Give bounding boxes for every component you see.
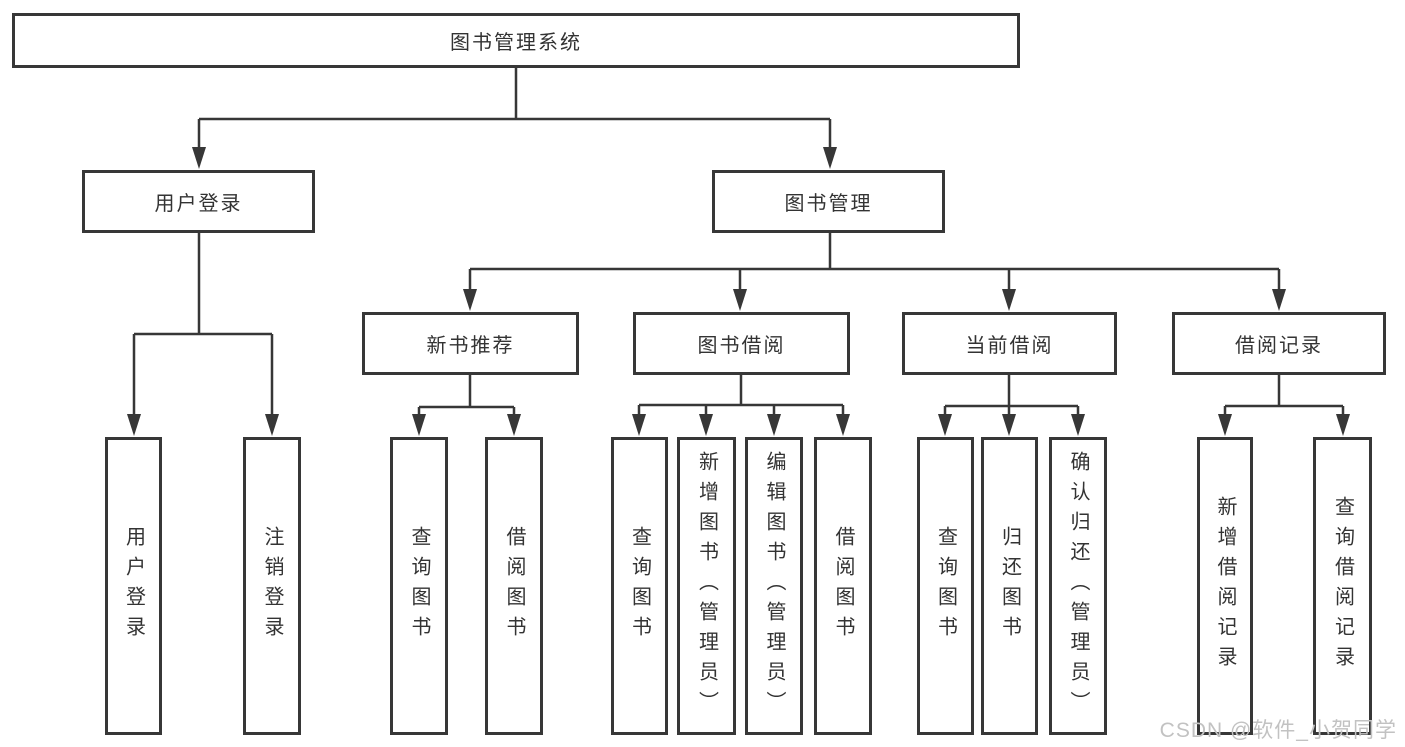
node-leaf-borrow-query-book: 查询图书 bbox=[611, 437, 668, 735]
node-leaf-recommend-query-book: 查询图书 bbox=[390, 437, 448, 735]
node-current-borrow-label: 当前借阅 bbox=[965, 335, 1054, 357]
node-leaf-recommend-borrow-book-label: 借阅图书 bbox=[503, 526, 525, 646]
node-leaf-borrow-query-book-label: 查询图书 bbox=[628, 526, 651, 646]
node-borrow-record-label: 借阅记录 bbox=[1235, 335, 1323, 357]
node-leaf-edit-book-admin-label: 编辑图书（管理员） bbox=[763, 451, 785, 721]
node-root-label: 图书管理系统 bbox=[450, 32, 582, 54]
node-leaf-logout-label: 注销登录 bbox=[261, 526, 283, 646]
node-leaf-recommend-query-book-label: 查询图书 bbox=[408, 526, 430, 646]
connector-new-book-recommend-to-leaves bbox=[417, 375, 516, 416]
node-leaf-add-borrow-record: 新增借阅记录 bbox=[1197, 437, 1253, 735]
node-leaf-borrow-book-label: 借阅图书 bbox=[832, 526, 854, 646]
connector-book-management-to-level3 bbox=[468, 233, 1281, 291]
node-book-management-label: 图书管理 bbox=[784, 193, 873, 215]
node-leaf-current-query-book: 查询图书 bbox=[917, 437, 974, 735]
node-current-borrow: 当前借阅 bbox=[902, 312, 1117, 375]
arrowheads bbox=[127, 147, 1350, 436]
node-user-login: 用户登录 bbox=[82, 170, 315, 233]
node-leaf-recommend-borrow-book: 借阅图书 bbox=[485, 437, 543, 735]
connector-book-borrow-to-leaves bbox=[637, 375, 845, 416]
node-leaf-current-query-book-label: 查询图书 bbox=[934, 526, 957, 646]
node-new-book-recommend-label: 新书推荐 bbox=[426, 335, 515, 357]
connector-root-to-level2 bbox=[197, 68, 832, 149]
node-leaf-edit-book-admin: 编辑图书（管理员） bbox=[745, 437, 803, 735]
connector-borrow-record-to-leaves bbox=[1223, 375, 1345, 416]
node-book-borrow: 图书借阅 bbox=[633, 312, 850, 375]
node-leaf-query-borrow-record: 查询借阅记录 bbox=[1313, 437, 1372, 735]
node-book-management: 图书管理 bbox=[712, 170, 945, 233]
node-borrow-record: 借阅记录 bbox=[1172, 312, 1386, 375]
node-root-library-system: 图书管理系统 bbox=[12, 13, 1020, 68]
node-leaf-add-book-admin-label: 新增图书（管理员） bbox=[695, 451, 718, 721]
node-user-login-label: 用户登录 bbox=[154, 193, 243, 215]
node-leaf-logout: 注销登录 bbox=[243, 437, 301, 735]
connector-user-login-to-leaves bbox=[132, 233, 274, 416]
node-leaf-return-book: 归还图书 bbox=[981, 437, 1038, 735]
node-leaf-add-book-admin: 新增图书（管理员） bbox=[677, 437, 736, 735]
connector-current-borrow-to-leaves bbox=[943, 375, 1080, 416]
node-leaf-query-borrow-record-label: 查询借阅记录 bbox=[1331, 496, 1354, 676]
node-leaf-confirm-return-admin: 确认归还（管理员） bbox=[1049, 437, 1107, 735]
csdn-watermark: CSDN @软件_小贺同学 bbox=[1159, 719, 1397, 742]
node-leaf-add-borrow-record-label: 新增借阅记录 bbox=[1214, 496, 1236, 676]
node-leaf-return-book-label: 归还图书 bbox=[998, 526, 1021, 646]
node-leaf-borrow-book: 借阅图书 bbox=[814, 437, 872, 735]
node-book-borrow-label: 图书借阅 bbox=[697, 335, 786, 357]
node-new-book-recommend: 新书推荐 bbox=[362, 312, 579, 375]
node-leaf-confirm-return-admin-label: 确认归还（管理员） bbox=[1067, 451, 1089, 721]
node-leaf-user-login: 用户登录 bbox=[105, 437, 162, 735]
node-leaf-user-login-label: 用户登录 bbox=[122, 526, 145, 646]
